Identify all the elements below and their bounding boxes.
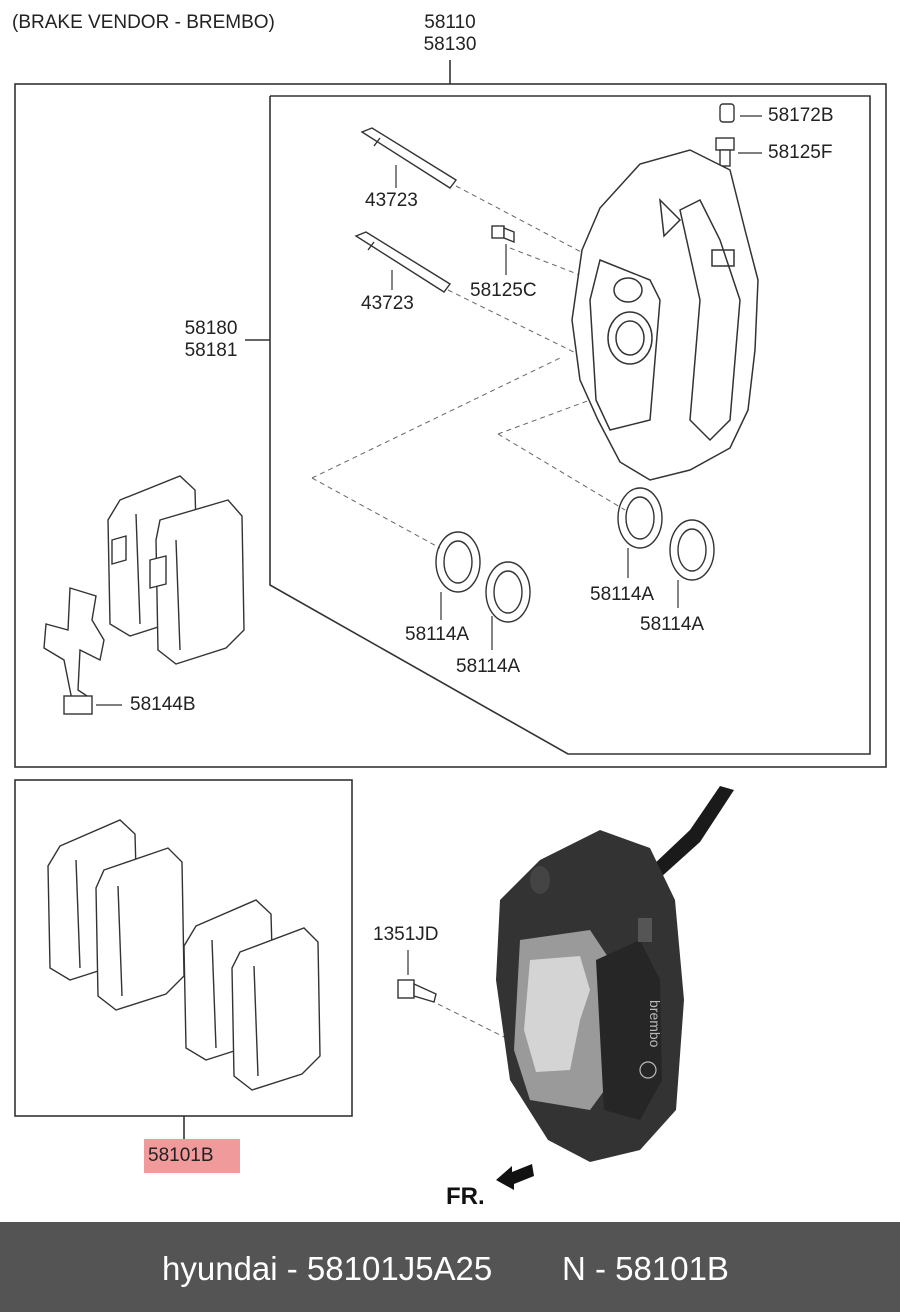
vendor-note: (BRAKE VENDOR - BREMBO) [12,12,275,33]
pin-upper-label: 43723 [365,190,418,211]
footer-oem-number: hyundai - 58101J5A25 [162,1250,493,1287]
cap-label: 58172B [768,105,834,126]
mount-bolt-label: 1351JD [373,924,439,945]
seal-label-1: 58114A [405,624,470,645]
bolt-label: 58125C [470,280,537,301]
leader-lines [96,115,762,975]
mounting-bolt [397,979,437,1003]
caliper-body-outline [571,149,759,481]
dust-cap [719,103,735,123]
assembly-part-number-top: 58110 [424,12,476,33]
caliper-photo: brembo [496,786,734,1162]
pad-kit-label: 58101B [148,1145,214,1166]
spring-label: 58144B [130,694,196,715]
guide-pin-upper [360,127,458,189]
exploded-parts-diagram: brembo [14,60,887,1190]
footer-bar: hyundai - 58101J5A25 N - 58101B [0,1222,900,1312]
footer-diagram-number: N - 58101B [562,1250,729,1287]
seal-label-4: 58114A [640,614,705,635]
assembly-frame [14,60,887,1139]
guide-pin-lower [354,231,452,293]
caliper-part-number-lower: 58181 [184,340,238,361]
assembly-part-number: 58110 58130 [415,12,485,56]
piston-seal-1 [435,531,481,593]
front-arrow-icon [496,1164,534,1190]
piston-seal-3 [617,487,663,549]
assembly-part-number-bottom: 58130 [423,34,477,55]
hex-bolt [491,225,515,244]
seal-label-3: 58114A [590,584,655,605]
brembo-logo: brembo [647,1000,663,1048]
piston-seal-2 [485,561,531,623]
bleeder-label: 58125F [768,142,833,163]
bleeder-screw [715,137,735,167]
front-direction-label: FR. [446,1183,485,1210]
pin-lower-label: 43723 [361,293,414,314]
caliper-part-number-upper: 58180 [184,318,238,339]
brake-pads-upper-group [107,475,245,665]
anti-rattle-spring [43,587,105,715]
brake-pads-lower-right [183,899,321,1091]
piston-seal-4 [669,519,715,581]
seal-label-2: 58114A [456,656,521,677]
brake-pads-lower-left [47,819,185,1011]
caliper-part-number: 58180 58181 [176,318,246,362]
pad-kit-highlight[interactable]: 58101B [144,1139,240,1173]
